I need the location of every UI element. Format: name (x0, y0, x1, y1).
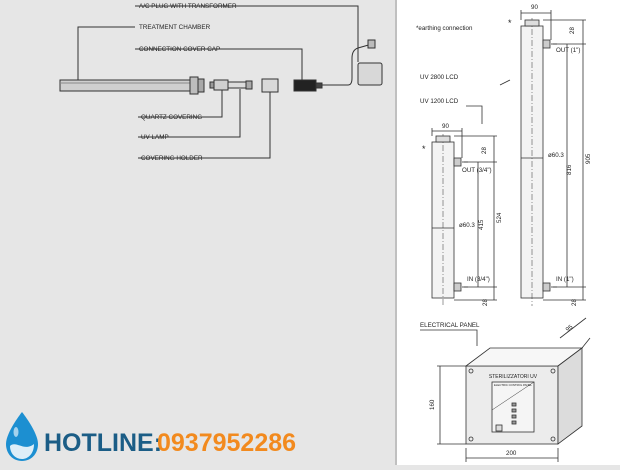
panel-depth-dim (559, 317, 587, 339)
panel-depth: 95 (565, 323, 575, 333)
quartz-covering-part (213, 79, 229, 91)
panel-led (511, 420, 517, 425)
plug-head (367, 39, 376, 49)
transformer-box (357, 62, 383, 86)
uv1200-in-port (453, 282, 462, 292)
panel-height: 160 (429, 399, 436, 410)
panel-screw (550, 436, 556, 442)
uv1200-inner-length: 415 (478, 219, 485, 230)
wave-icon (10, 444, 34, 459)
uv2800-in-port (542, 282, 551, 292)
power-cable (322, 58, 353, 86)
treatment-chamber-tube (59, 79, 191, 92)
panel-title: ELECTRICAL PANEL (420, 322, 480, 329)
uv1200-total-length: 524 (496, 212, 503, 223)
panel-screw (550, 368, 556, 374)
uv2800-title-leader (499, 79, 511, 86)
leader-quartz (138, 90, 223, 118)
connection-cover-cap-part (293, 79, 317, 92)
panel-side-face (557, 347, 583, 445)
uv1200-drawing (431, 105, 497, 306)
uv1200-bottom-offset: 28 (482, 299, 489, 306)
label-treatment-chamber: TREATMENT CHAMBER (139, 24, 211, 31)
panel-led (511, 414, 517, 419)
panel-screw (468, 368, 474, 374)
uv1200-asterisk: * (422, 144, 426, 154)
label-uv-lamp: UV LAMP (141, 134, 169, 141)
uv2800-top-offset: 28 (569, 27, 576, 34)
uv-lamp-part (227, 81, 247, 89)
uv2800-diameter: ø60.3 (548, 152, 564, 159)
drop-highlight (13, 427, 19, 437)
panel-led (511, 402, 517, 407)
uv1200-top-cap (435, 135, 451, 143)
uv2800-width: 90 (531, 4, 538, 11)
panel-width: 200 (506, 450, 517, 457)
panel-label-plate (491, 381, 535, 433)
leader-uv-lamp (138, 89, 241, 138)
label-quartz-covering: QUARTZ COVERING (141, 114, 202, 121)
electrical-panel-drawing (420, 317, 591, 462)
chamber-end-cap (189, 76, 199, 95)
panel-reflection (491, 381, 535, 411)
earthing-note: *earthing connection (416, 25, 473, 32)
label-connection-cover-cap: CONNECTION COVER CAP (139, 46, 220, 53)
uv1200-top-offset: 28 (481, 147, 488, 154)
hotline-number[interactable]: 0937952286 (157, 429, 296, 457)
uv2800-in: IN (1") (556, 276, 574, 283)
cap-connector (315, 82, 323, 89)
uv-lamp-base (245, 80, 253, 90)
label-covering-holder: COVERING HOLDER (141, 155, 203, 162)
uv2800-top-cap (524, 19, 540, 27)
panel-title-leader (420, 329, 478, 346)
panel-label-line2: ELECTRIC CONTROL PANEL (494, 383, 532, 387)
uv2800-asterisk: * (508, 18, 512, 28)
uv2800-out-port (542, 39, 551, 49)
leader-ac-plug (135, 5, 359, 62)
leader-covering-holder (138, 92, 271, 159)
uv1200-out-port (453, 157, 462, 167)
panel-logo-box (495, 424, 503, 432)
uv1200-title-leader (466, 105, 483, 124)
uv2800-out: OUT (1") (556, 47, 580, 54)
uv1200-width: 90 (442, 123, 449, 130)
uv1200-out: OUT (3/4") (462, 167, 492, 174)
panel-label-line1: STERILIZZATORI UV (489, 374, 538, 380)
uv2800-title: UV 2800 LCD (420, 74, 459, 81)
uv1200-in: IN (3/4") (467, 276, 490, 283)
leader-connection-cap (135, 48, 303, 80)
uv1200-title: UV 1200 LCD (420, 98, 459, 105)
uv2800-bottom-offset: 28 (571, 299, 578, 306)
panel-screw (468, 436, 474, 442)
chamber-nut (197, 78, 205, 93)
uv2800-inner-length: 816 (566, 164, 573, 175)
covering-holder-part (261, 78, 279, 93)
label-ac-plug: A/C PLUG WITH TRANSFORMER (139, 3, 237, 10)
hotline-banner[interactable]: HOTLINE: 0937952286 (6, 412, 296, 461)
exploded-labels: A/C PLUG WITH TRANSFORMER TREATMENT CHAM… (139, 3, 237, 162)
uv2800-drawing (499, 10, 586, 306)
leader-treatment-chamber (77, 26, 135, 80)
uv2800-total-length: 905 (585, 153, 592, 164)
quartz-tip (209, 81, 215, 89)
panel-led (511, 408, 517, 413)
uv1200-diameter: ø60.3 (459, 222, 475, 229)
exploded-view (59, 5, 383, 159)
hotline-label: HOTLINE: (44, 429, 162, 457)
